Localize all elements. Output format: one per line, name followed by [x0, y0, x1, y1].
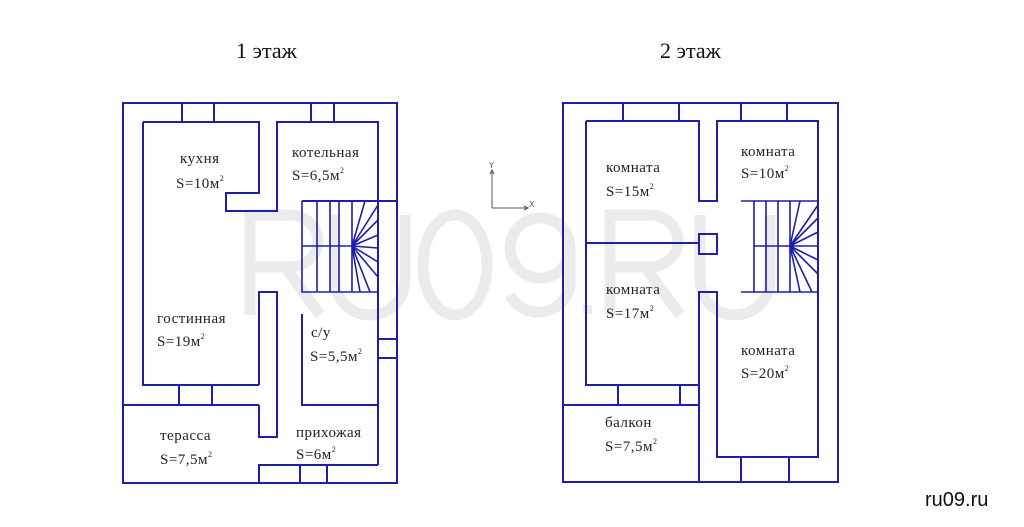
svg-text:S=20м2: S=20м2 — [741, 364, 789, 382]
svg-text:S=5,5м2: S=5,5м2 — [310, 347, 363, 365]
svg-text:S=17м2: S=17м2 — [606, 304, 654, 322]
watermark — [244, 209, 776, 321]
svg-text:S=10м2: S=10м2 — [741, 164, 789, 182]
room-20: комната S=20м2 — [741, 343, 795, 382]
room-17: комната S=17м2 — [606, 282, 660, 322]
svg-text:S=7,5м2: S=7,5м2 — [160, 450, 213, 468]
room-hallway: прихожая S=6м2 — [296, 425, 362, 463]
svg-text:Y: Y — [488, 161, 494, 170]
floor-2-plan — [562, 102, 839, 483]
floor-1-plan — [122, 102, 398, 484]
svg-text:балкон: балкон — [605, 415, 652, 431]
staircase-1 — [301, 200, 379, 293]
room-15: комната S=15м2 — [606, 160, 660, 200]
svg-text:S=6м2: S=6м2 — [296, 445, 336, 463]
svg-text:прихожая: прихожая — [296, 425, 362, 441]
room-bathroom: с/у S=5,5м2 — [310, 325, 363, 365]
floor-2-title: 2 этаж — [660, 38, 722, 63]
svg-text:комната: комната — [741, 343, 795, 359]
svg-text:S=10м2: S=10м2 — [176, 174, 224, 192]
floor-1-title: 1 этаж — [236, 38, 298, 63]
svg-text:S=19м2: S=19м2 — [157, 332, 205, 350]
svg-text:комната: комната — [741, 144, 795, 160]
site-label: ru09.ru — [925, 489, 988, 511]
svg-text:X: X — [529, 200, 535, 209]
room-kitchen: кухня S=10м2 — [176, 151, 224, 192]
room-balcony: балкон S=7,5м2 — [605, 415, 658, 455]
svg-text:котельная: котельная — [292, 145, 359, 161]
svg-text:терасса: терасса — [160, 428, 211, 444]
svg-text:S=6,5м2: S=6,5м2 — [292, 166, 345, 184]
svg-text:S=15м2: S=15м2 — [606, 182, 654, 200]
svg-text:с/у: с/у — [311, 325, 331, 341]
svg-text:гостинная: гостинная — [157, 311, 226, 327]
svg-text:S=7,5м2: S=7,5м2 — [605, 437, 658, 455]
svg-text:комната: комната — [606, 282, 660, 298]
staircase-2 — [741, 200, 819, 293]
axis-icon: Y X — [488, 161, 535, 211]
svg-text:кухня: кухня — [180, 151, 220, 167]
svg-text:комната: комната — [606, 160, 660, 176]
room-living: гостинная S=19м2 — [157, 311, 226, 350]
room-10: комната S=10м2 — [741, 144, 795, 182]
room-terrace: терасса S=7,5м2 — [160, 428, 213, 468]
room-boiler: котельная S=6,5м2 — [292, 145, 359, 184]
